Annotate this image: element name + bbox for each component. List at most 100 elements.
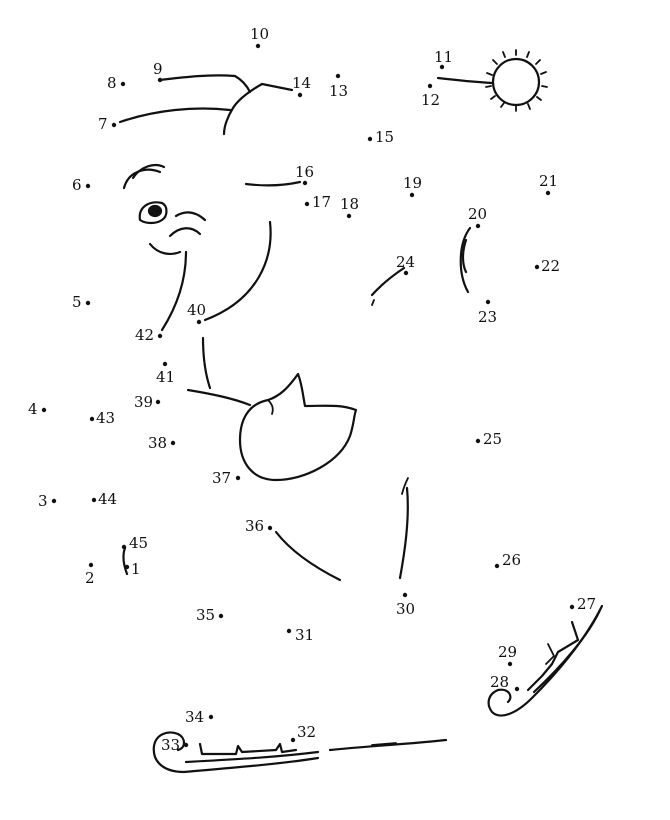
line-art	[118, 49, 604, 774]
dot-26	[494, 563, 500, 569]
pompom	[491, 57, 541, 107]
dot-6	[85, 183, 91, 189]
neck-line	[201, 336, 212, 390]
label-18: 18	[340, 195, 359, 213]
label-16: 16	[295, 163, 314, 181]
eyebrow-inner	[131, 163, 166, 180]
eye-pupil	[147, 204, 163, 218]
jaw-line	[203, 220, 272, 322]
scarf-top	[186, 388, 252, 407]
skate-left-inner	[184, 750, 320, 764]
label-5: 5	[72, 293, 82, 311]
dot-34	[208, 714, 214, 720]
label-9: 9	[153, 60, 163, 78]
dot-29	[507, 661, 513, 667]
dot-28	[514, 686, 520, 692]
label-1: 1	[131, 560, 141, 578]
label-45: 45	[129, 534, 148, 552]
chin-line	[160, 250, 188, 332]
dot-17	[304, 201, 310, 207]
dot-24	[403, 270, 409, 276]
forehead-line	[244, 180, 302, 187]
skate-right-boot	[526, 620, 580, 692]
label-31: 31	[295, 626, 314, 644]
mitten	[238, 372, 358, 482]
label-27: 27	[577, 595, 596, 613]
dot-27	[569, 604, 575, 610]
label-22: 22	[541, 257, 560, 275]
label-4: 4	[28, 400, 38, 418]
label-2: 2	[85, 569, 95, 587]
dot-25	[475, 438, 481, 444]
dot-33	[183, 742, 189, 748]
label-11: 11	[434, 48, 453, 66]
arm-tick	[371, 299, 375, 306]
dot-42	[157, 333, 163, 339]
hand-curve-inner	[461, 238, 468, 274]
dot-30	[402, 592, 408, 598]
dot-45	[121, 544, 127, 550]
coat-line	[274, 530, 342, 582]
ice-line	[328, 738, 448, 752]
skate-left-boot	[198, 742, 298, 756]
dot-labels: 1 2 3 4 5 6 7 8 9 10 11 12 13 14 15 16 1…	[28, 25, 596, 754]
mitten-cuff	[267, 399, 274, 415]
dot-31	[286, 628, 292, 634]
ice-line-short	[371, 742, 397, 746]
small-hand	[122, 546, 129, 576]
dot-23	[485, 299, 491, 305]
label-20: 20	[468, 205, 487, 223]
eye-outline	[138, 201, 168, 225]
mouth	[148, 242, 182, 255]
dot-5	[85, 300, 91, 306]
label-44: 44	[98, 490, 117, 508]
label-34: 34	[185, 708, 204, 726]
label-39: 39	[134, 393, 153, 411]
dot-13	[335, 73, 341, 79]
dot-44	[91, 497, 97, 503]
skate-left-curl	[176, 732, 186, 752]
dot-35	[218, 613, 224, 619]
label-41: 41	[156, 368, 175, 386]
label-12: 12	[421, 91, 440, 109]
label-25: 25	[483, 430, 502, 448]
dot-19	[409, 192, 415, 198]
skate-left-blade	[152, 731, 320, 774]
dot-22	[534, 264, 540, 270]
hat-fold	[222, 82, 264, 136]
pompom-fluff	[485, 49, 548, 112]
cheek-top	[174, 211, 207, 222]
label-19: 19	[403, 174, 422, 192]
dot-9	[157, 77, 163, 83]
label-24: 24	[396, 253, 415, 271]
label-35: 35	[196, 606, 215, 624]
label-37: 37	[212, 469, 231, 487]
dot-32	[290, 737, 296, 743]
dot-16	[302, 180, 308, 186]
hand-curve-outer	[459, 226, 472, 294]
arm-line	[370, 266, 406, 297]
skate-right-curl	[496, 688, 512, 704]
pompom-string	[436, 76, 494, 85]
dot-2	[88, 562, 94, 568]
label-23: 23	[478, 308, 497, 326]
label-7: 7	[98, 115, 108, 133]
hat-stroke-top	[158, 74, 252, 94]
dot-38	[170, 440, 176, 446]
label-3: 3	[38, 492, 48, 510]
label-32: 32	[297, 723, 316, 741]
dot-8	[120, 81, 126, 87]
dot-39	[155, 399, 161, 405]
label-26: 26	[502, 551, 521, 569]
label-8: 8	[107, 74, 117, 92]
label-6: 6	[72, 176, 82, 194]
dot-10	[255, 43, 261, 49]
dot-41	[162, 361, 168, 367]
leg-line-short	[401, 477, 409, 495]
dot-40	[196, 319, 202, 325]
label-21: 21	[539, 172, 558, 190]
cheek-mid	[168, 227, 202, 238]
dot-36	[267, 525, 273, 531]
